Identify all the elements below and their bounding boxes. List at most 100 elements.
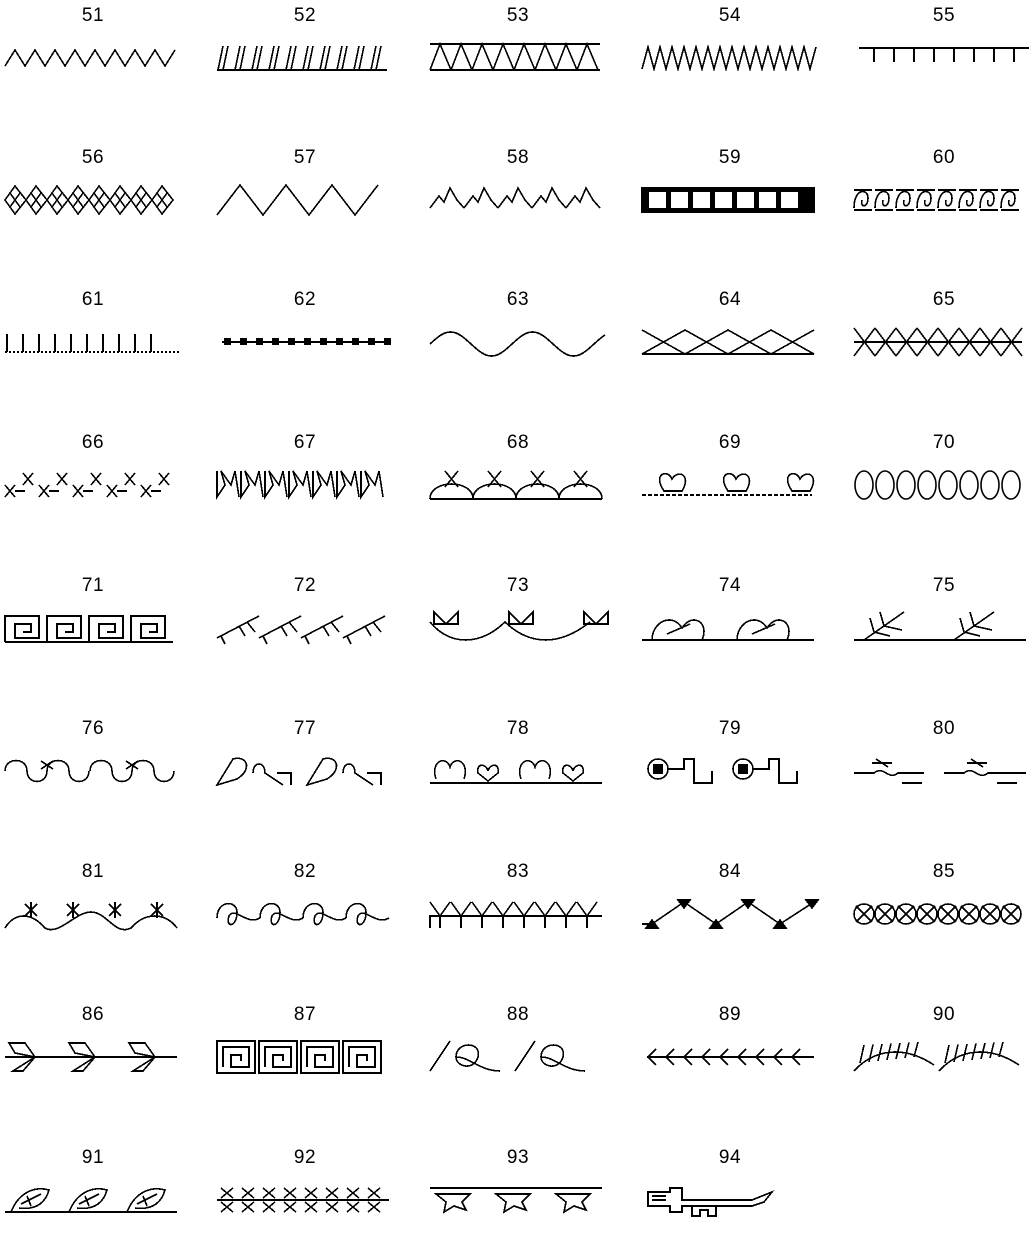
stitch-pattern-51: 51: [5, 6, 185, 96]
stitch-pattern-61: 61: [5, 290, 185, 380]
stitch-number: 92: [215, 1148, 395, 1168]
stitch-pattern-53: 53: [430, 6, 610, 96]
stitch-number: 58: [428, 148, 608, 168]
feather-x-icon: [5, 463, 180, 503]
stitch-number: 64: [640, 290, 820, 310]
stitch-pattern-91: 91: [5, 1148, 185, 1238]
arrow-zigzag-icon: [642, 892, 817, 932]
stitch-number: 68: [428, 433, 608, 453]
stitch-pattern-72: 72: [217, 576, 397, 666]
stitch-number: 67: [215, 433, 395, 453]
stitch-number: 94: [640, 1148, 820, 1168]
stitch-pattern-73: 73: [430, 576, 610, 666]
beaded-line-icon: [217, 320, 392, 360]
stitch-pattern-66: 66: [5, 433, 185, 523]
stitch-pattern-89: 89: [642, 1005, 822, 1095]
stitch-pattern-79: 79: [642, 719, 822, 809]
ornament-band-icon: [430, 1178, 605, 1218]
stitch-pattern-59: 59: [642, 148, 822, 238]
clover-heart-icon: [430, 749, 605, 789]
crocodile-icon: [642, 1178, 817, 1218]
stitch-number: 62: [215, 290, 395, 310]
stitch-number: 89: [640, 1005, 820, 1025]
arrow-leaf-icon: [217, 606, 392, 646]
stitch-pattern-69: 69: [642, 433, 822, 523]
stitch-pattern-77: 77: [217, 719, 397, 809]
stitch-pattern-85: 85: [854, 862, 1033, 952]
stitch-pattern-88: 88: [430, 1005, 610, 1095]
loop-wave-icon: [217, 892, 392, 932]
stitch-pattern-63: 63: [430, 290, 610, 380]
star-garland-icon: [5, 892, 180, 932]
stitch-number: 56: [3, 148, 183, 168]
stitch-pattern-80: 80: [854, 719, 1033, 809]
snowflake-band-icon: [217, 1178, 392, 1218]
stitch-pattern-68: 68: [430, 433, 610, 523]
stitch-number: 70: [854, 433, 1033, 453]
stitch-number: 84: [640, 862, 820, 882]
stitch-pattern-94: 94: [642, 1148, 822, 1238]
stitch-pattern-62: 62: [217, 290, 397, 380]
blanket-bottom-icon: [5, 320, 180, 360]
stitch-number: 53: [428, 6, 608, 26]
leafy-vine-icon: [5, 1178, 180, 1218]
stitch-number: 87: [215, 1005, 395, 1025]
stitch-number: 88: [428, 1005, 608, 1025]
stitch-number: 55: [854, 6, 1033, 26]
triangle-band-icon: [430, 36, 605, 76]
stitch-number: 79: [640, 719, 820, 739]
leaf-vine-icon: [5, 1035, 180, 1075]
stitch-number: 72: [215, 576, 395, 596]
stitch-number: 66: [3, 433, 183, 453]
stitch-number: 91: [3, 1148, 183, 1168]
flower-bud-icon: [642, 749, 817, 789]
peaks-icon: [430, 178, 605, 218]
stitch-number: 83: [428, 862, 608, 882]
stitch-number: 71: [3, 576, 183, 596]
diamond-lattice-icon: [5, 178, 180, 218]
stitch-pattern-55: 55: [854, 6, 1033, 96]
bow-garland-icon: [430, 606, 605, 646]
stitch-pattern-84: 84: [642, 862, 822, 952]
stitch-number: 51: [3, 6, 183, 26]
slanted-bars-icon: [217, 36, 392, 76]
stitch-pattern-93: 93: [430, 1148, 610, 1238]
stitch-number: 85: [854, 862, 1033, 882]
stitch-number: 57: [215, 148, 395, 168]
stitch-pattern-78: 78: [430, 719, 610, 809]
scroll-band-icon: [854, 178, 1029, 218]
stitch-pattern-70: 70: [854, 433, 1033, 523]
stitch-number: 54: [640, 6, 820, 26]
curl-scroll-icon: [5, 749, 180, 789]
stitch-pattern-74: 74: [642, 576, 822, 666]
stitch-number: 60: [854, 148, 1033, 168]
stitch-pattern-64: 64: [642, 290, 822, 380]
stitch-pattern-58: 58: [430, 148, 610, 238]
stitch-pattern-83: 83: [430, 862, 610, 952]
stitch-pattern-90: 90: [854, 1005, 1033, 1095]
scallop-cross-icon: [430, 463, 605, 503]
stitch-number: 93: [428, 1148, 608, 1168]
stitch-number: 82: [215, 862, 395, 882]
wave-icon: [430, 320, 605, 360]
stitch-pattern-87: 87: [217, 1005, 397, 1095]
stitch-pattern-52: 52: [217, 6, 397, 96]
branch-icon: [854, 606, 1029, 646]
stitch-number: 69: [640, 433, 820, 453]
stitch-number: 78: [428, 719, 608, 739]
stitch-pattern-81: 81: [5, 862, 185, 952]
arrow-line-icon: [642, 1035, 817, 1075]
double-cross-band-icon: [854, 320, 1029, 360]
greek-key-icon: [217, 1035, 392, 1075]
stitch-pattern-75: 75: [854, 576, 1033, 666]
stitch-number: 61: [3, 290, 183, 310]
stitch-number: 80: [854, 719, 1033, 739]
feather-plume-icon: [854, 1035, 1029, 1075]
weave-icon: [217, 463, 392, 503]
stitch-number: 63: [428, 290, 608, 310]
cross-chain-icon: [854, 892, 1029, 932]
blanket-top-icon: [854, 36, 1029, 76]
stitch-pattern-57: 57: [217, 148, 397, 238]
stitch-number: 59: [640, 148, 820, 168]
